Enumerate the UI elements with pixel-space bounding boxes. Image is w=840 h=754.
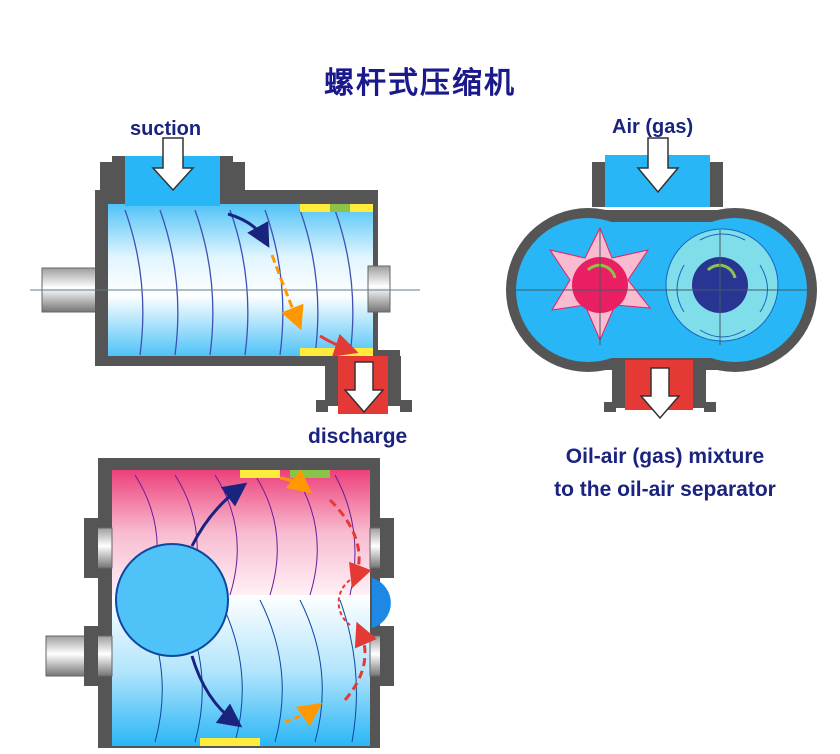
end-view [506, 137, 817, 420]
diagram-title: 螺杆式压缩机 [324, 66, 516, 101]
air-gas-label: Air (gas) [612, 116, 694, 138]
twin-rotor-view [45, 458, 394, 748]
mixture-label-line1: Oil-air (gas) mixture [565, 445, 765, 468]
mixture-label-line2: to the oil-air separator [554, 478, 776, 501]
discharge-label: discharge [308, 425, 408, 448]
side-view [30, 137, 420, 414]
suction-label: suction [130, 118, 202, 140]
